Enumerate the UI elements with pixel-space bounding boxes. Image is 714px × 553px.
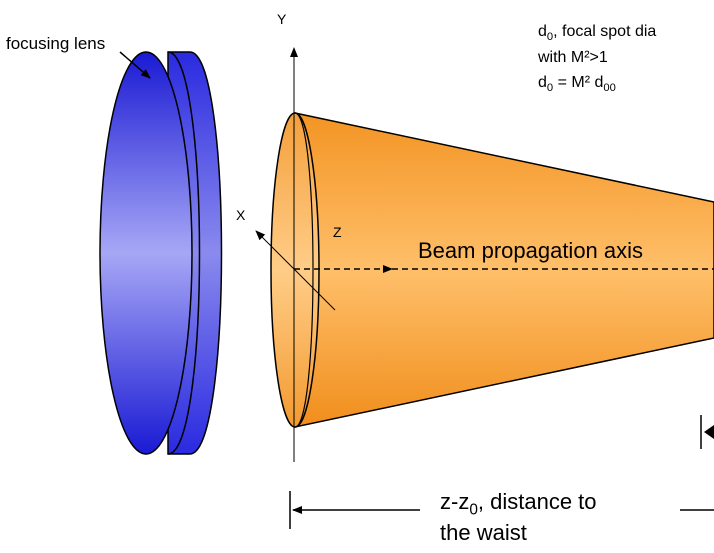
distance-z-symbol: z-z (440, 489, 470, 514)
focal-spot-label-line2: with M²>1 (538, 49, 608, 66)
lens-pointer-arrow (119, 51, 151, 79)
focal-spot-description: , focal spot dia (553, 23, 657, 40)
focal-spot-d-symbol: d (538, 23, 547, 40)
focal-spot-d-subscript: 0 (546, 30, 554, 43)
focal-spot-label-line1: d0, focal spot dia (538, 23, 657, 43)
formula-d-symbol: d (538, 74, 547, 91)
focal-spot-formula: d0 = M² d00 (538, 74, 616, 94)
distance-description: , distance to (477, 489, 597, 514)
beam-axis-label: Beam propagation axis (418, 238, 644, 263)
x-axis-line (255, 230, 336, 311)
x-axis-label: X (236, 207, 246, 223)
lens-inner-edge (167, 51, 201, 455)
lens-face (99, 51, 193, 455)
formula-d00-subscript: 00 (603, 81, 616, 94)
distance-z-subscript: 0 (469, 501, 478, 519)
formula-middle: = M² d (553, 74, 604, 91)
beam-body (294, 112, 714, 428)
waist-marker-arrow (704, 425, 714, 439)
beam-cross-section-hidden-half (294, 112, 314, 428)
laser-beam (270, 112, 714, 428)
focusing-lens (99, 51, 223, 455)
formula-d-subscript: 0 (546, 81, 554, 94)
distance-label-line2: the waist (440, 520, 527, 545)
lens-label: focusing lens (6, 34, 106, 53)
z-axis-label: Z (333, 224, 342, 240)
y-axis-label: Y (277, 11, 287, 27)
distance-label-line1: z-z0, distance to (440, 489, 597, 518)
